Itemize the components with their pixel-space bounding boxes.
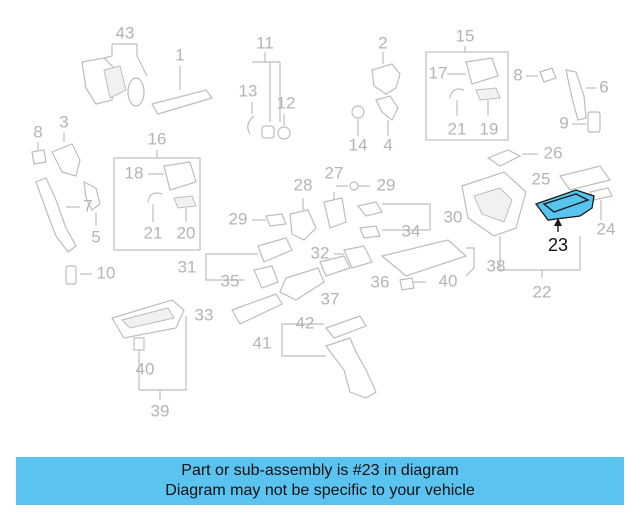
parts-diagram: 43 1 11 13 12 2 14 4 15 17 21 19 8 6 9 8… [31,23,616,420]
part-1 [151,66,213,115]
callout-43: 43 [116,23,135,42]
callout-34: 34 [402,221,421,240]
part-30-group [356,201,431,239]
part-41-group [281,315,377,399]
callout-10: 10 [97,263,116,282]
callout-37: 37 [321,289,340,308]
callout-11: 11 [256,33,274,52]
part-16-box [113,150,201,251]
callout-6: 6 [599,77,608,96]
callout-29-right: 29 [377,175,396,194]
callout-41: 41 [253,333,272,352]
part-43-group [81,43,148,107]
callout-12: 12 [277,93,296,112]
callout-40-right: 40 [439,271,458,290]
callout-21-top: 21 [448,119,467,138]
callout-33: 33 [195,305,214,324]
callout-14: 14 [349,135,368,154]
callout-25: 25 [532,169,551,188]
callout-23-highlighted: 23 [548,235,568,255]
callout-27: 27 [325,163,344,182]
callout-4: 4 [383,135,392,154]
callout-8-right: 8 [513,65,522,84]
callout-24: 24 [597,219,616,238]
part-39-group [111,299,187,400]
part-3-group [31,132,101,285]
callout-3: 3 [59,112,68,131]
part-15-box [425,46,509,141]
callout-29-left: 29 [229,209,248,228]
callout-9: 9 [559,113,568,132]
info-banner: Part or sub-assembly is #23 in diagram D… [16,457,624,505]
callout-21-mid: 21 [144,223,163,242]
callout-32: 32 [311,243,330,262]
callout-7: 7 [83,196,92,215]
callout-1: 1 [175,45,184,64]
callout-30: 30 [444,207,463,226]
callout-16: 16 [148,129,167,148]
callout-20: 20 [177,223,196,242]
part-22-group [461,149,613,278]
callout-13: 13 [239,81,258,100]
callout-2: 2 [378,33,387,52]
callout-40-left: 40 [136,359,155,378]
callout-31: 31 [178,257,197,276]
callout-38: 38 [487,256,506,275]
callout-15: 15 [456,26,475,45]
callout-5: 5 [91,227,100,246]
callout-18: 18 [125,163,144,182]
callout-42: 42 [296,313,315,332]
callout-26: 26 [544,143,563,162]
callout-35: 35 [221,271,240,290]
callout-22: 22 [533,282,552,301]
callout-19: 19 [480,119,499,138]
callout-17: 17 [429,63,448,82]
part-28-group [252,181,370,241]
part-11-group [247,52,291,140]
banner-line-2: Diagram may not be specific to your vehi… [165,482,475,499]
banner-line-1: Part or sub-assembly is #23 in diagram [181,462,459,479]
callout-39: 39 [151,401,170,420]
callout-36: 36 [371,272,390,291]
part-6-group [526,67,601,133]
part-31-group [205,237,475,325]
callout-28: 28 [294,175,313,194]
callout-8-left: 8 [33,122,42,141]
part-2-group [351,52,401,136]
part-23-highlighted [534,189,595,232]
